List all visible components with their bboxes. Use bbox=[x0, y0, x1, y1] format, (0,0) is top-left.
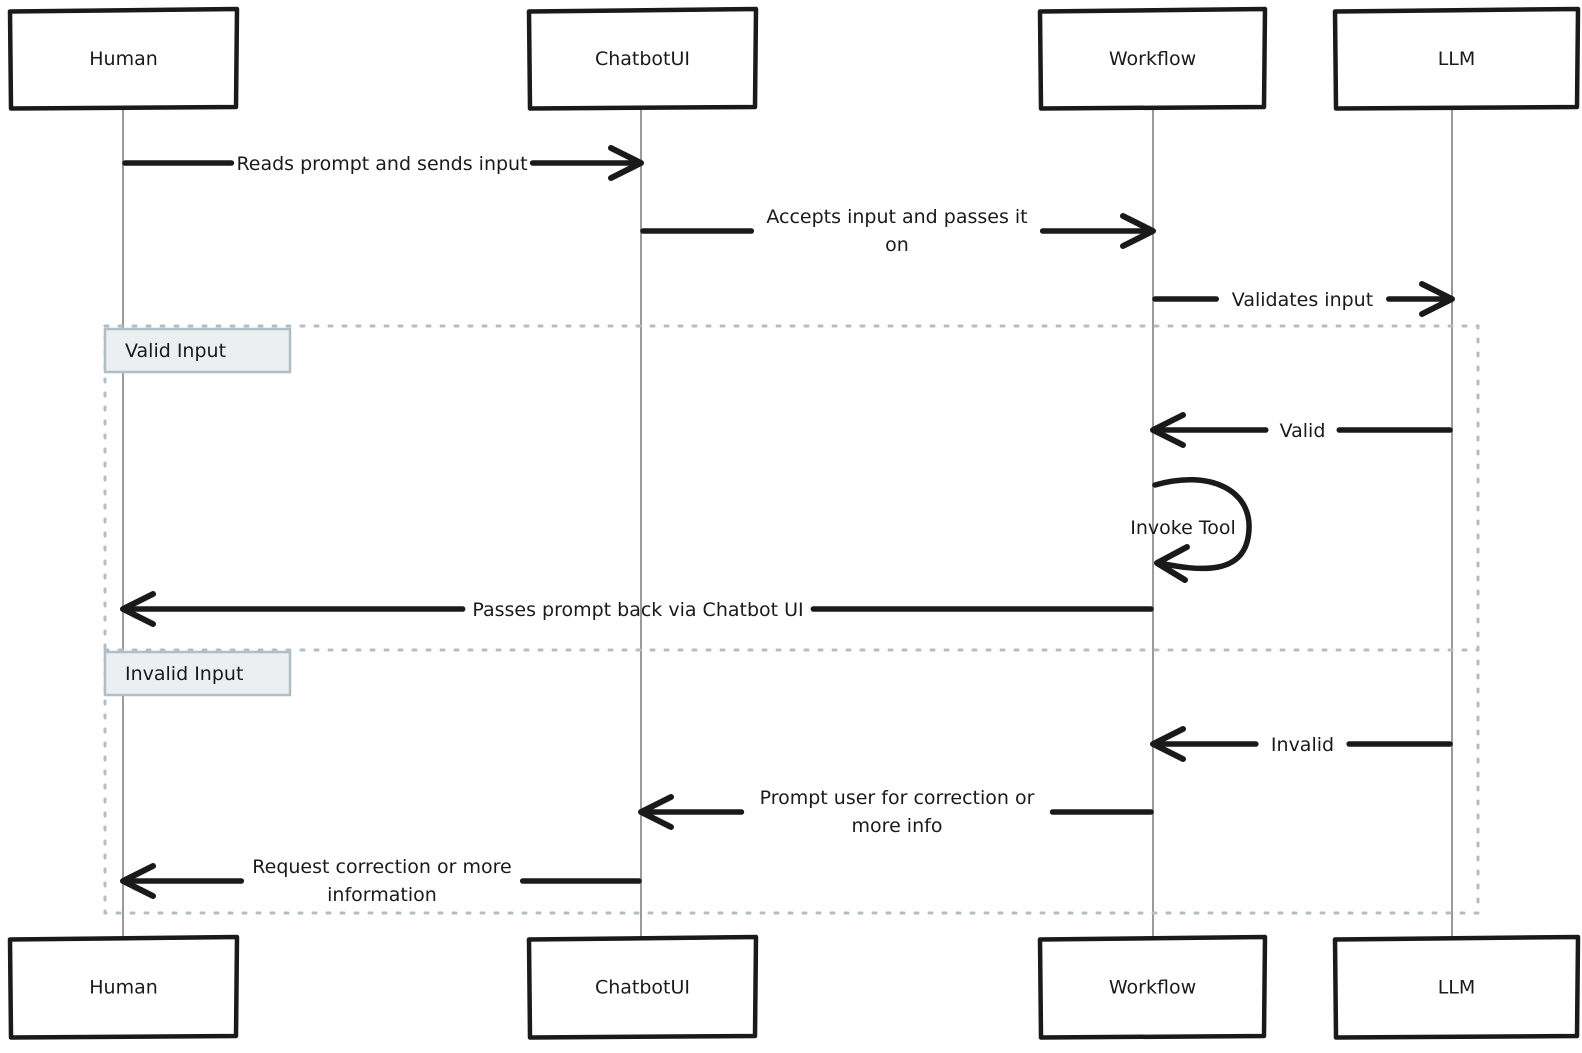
message-label-line: on bbox=[885, 234, 909, 256]
message-label-line: more info bbox=[852, 815, 943, 837]
message-label-line: information bbox=[327, 884, 437, 906]
actor-name-workflow: Workflow bbox=[1109, 48, 1196, 70]
actor-box-workflow-bottom[interactable]: Workflow bbox=[1037, 934, 1268, 1040]
actor-name-human: Human bbox=[89, 977, 158, 999]
region-tag-box bbox=[103, 327, 292, 374]
region-tag-label: Invalid Input bbox=[125, 663, 243, 685]
arrow-head bbox=[608, 145, 644, 181]
arrow-head bbox=[1419, 281, 1455, 317]
self-loop-path bbox=[1152, 477, 1252, 572]
actor-box-outline bbox=[1037, 934, 1268, 1040]
actor-box-llm-bottom[interactable]: LLM bbox=[1332, 934, 1581, 1040]
actor-box-outline bbox=[1332, 6, 1581, 111]
arrow-head bbox=[120, 863, 156, 899]
actor-box-outline bbox=[1037, 6, 1268, 111]
message-label: Request correction or more information bbox=[252, 856, 511, 906]
message-label: Prompt user for correction or more info bbox=[760, 787, 1035, 837]
actor-name-llm: LLM bbox=[1438, 48, 1476, 70]
actor-name-chatbotui: ChatbotUI bbox=[595, 48, 690, 70]
actor-box-workflow-top[interactable]: Workflow bbox=[1037, 6, 1268, 111]
region-tag-box bbox=[103, 650, 292, 697]
actor-name-chatbotui: ChatbotUI bbox=[595, 977, 690, 999]
arrow-head bbox=[1120, 213, 1156, 249]
actor-box-human-bottom[interactable]: Human bbox=[7, 934, 240, 1040]
message-label-line: Prompt user for correction or bbox=[760, 787, 1035, 809]
actor-box-human-top[interactable]: Human bbox=[7, 6, 240, 111]
message-label-line: Accepts input and passes it bbox=[766, 206, 1027, 228]
message-m5[interactable]: Invoke Tool bbox=[1130, 477, 1252, 583]
region-tag-valid[interactable]: Valid Input bbox=[103, 327, 292, 374]
actor-box-outline bbox=[526, 6, 759, 111]
arrow-head bbox=[638, 794, 674, 830]
message-label: Valid bbox=[1280, 420, 1326, 442]
message-label: Validates input bbox=[1232, 289, 1373, 311]
arrow-head bbox=[120, 591, 156, 627]
message-label: Invoke Tool bbox=[1130, 517, 1235, 539]
lifelines-layer bbox=[122, 107, 1453, 938]
actor-box-outline bbox=[1332, 934, 1581, 1040]
arrow-head bbox=[1150, 726, 1186, 762]
actor-name-human: Human bbox=[89, 48, 158, 70]
message-label: Invalid bbox=[1271, 734, 1334, 756]
actor-name-workflow: Workflow bbox=[1109, 977, 1196, 999]
arrow-head bbox=[1150, 412, 1186, 448]
actor-box-chatbotui-bottom[interactable]: ChatbotUI bbox=[526, 934, 759, 1040]
region-tag-label: Valid Input bbox=[125, 340, 226, 362]
message-m3[interactable]: Validates input bbox=[1152, 281, 1455, 317]
actor-name-llm: LLM bbox=[1438, 977, 1476, 999]
message-m9[interactable]: Request correction or more information bbox=[120, 856, 642, 906]
message-label-line: Request correction or more bbox=[252, 856, 511, 878]
actor-box-chatbotui-top[interactable]: ChatbotUI bbox=[526, 6, 759, 111]
message-label: Reads prompt and sends input bbox=[236, 153, 527, 175]
actor-box-llm-top[interactable]: LLM bbox=[1332, 6, 1581, 111]
message-m2[interactable]: Accepts input and passes it on bbox=[640, 206, 1156, 256]
regions-layer bbox=[103, 324, 1480, 915]
alt-region-boundary bbox=[103, 324, 1480, 915]
message-label: Passes prompt back via Chatbot UI bbox=[472, 599, 803, 621]
message-m4[interactable]: Valid bbox=[1150, 412, 1453, 448]
region-tag-invalid[interactable]: Invalid Input bbox=[103, 650, 292, 697]
actors-layer: HumanHumanChatbotUIChatbotUIWorkflowWork… bbox=[7, 6, 1581, 1040]
message-m8[interactable]: Prompt user for correction or more info bbox=[638, 787, 1154, 837]
message-m7[interactable]: Invalid bbox=[1150, 726, 1453, 762]
actor-box-outline bbox=[7, 6, 240, 111]
actor-box-outline bbox=[7, 934, 240, 1040]
message-m6[interactable]: Passes prompt back via Chatbot UI bbox=[120, 591, 1154, 627]
message-m1[interactable]: Reads prompt and sends input bbox=[122, 145, 644, 181]
message-label: Accepts input and passes it on bbox=[766, 206, 1027, 256]
actor-box-outline bbox=[526, 934, 759, 1040]
arrow-head bbox=[1154, 544, 1190, 583]
